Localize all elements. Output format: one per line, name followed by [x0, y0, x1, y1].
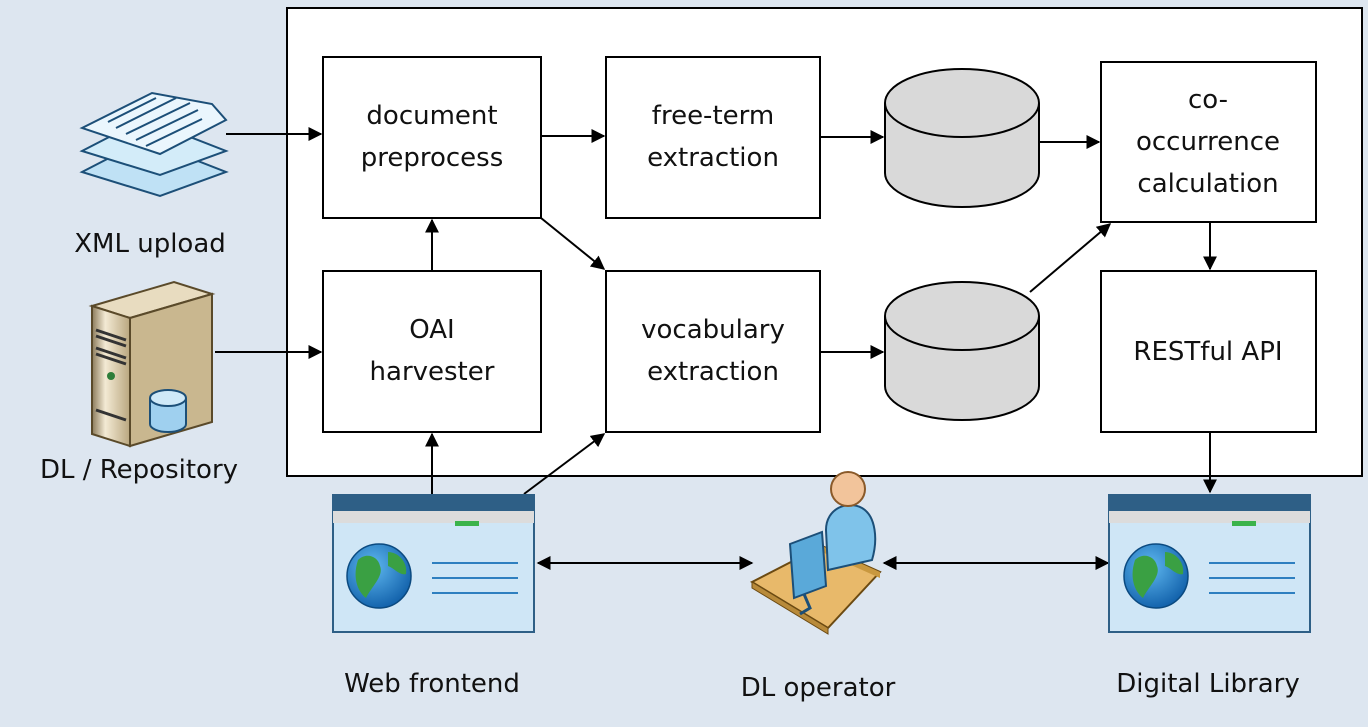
xml-documents-icon	[79, 91, 229, 198]
web-frontend-caption: Web frontend	[344, 669, 520, 699]
free-term-extraction-box: free-term extraction	[605, 56, 821, 219]
oai-harvester-label-line-2: harvester	[370, 357, 495, 387]
dl-operator-caption: DL operator	[741, 673, 896, 703]
document-preprocess-label-line-2: preprocess	[361, 143, 504, 173]
connectors	[215, 127, 1217, 570]
restful-api-box: RESTful API	[1100, 270, 1317, 433]
operator-at-desk-icon	[749, 471, 882, 635]
browser-window-icon	[332, 494, 535, 633]
vocabulary-extraction-label-line-2: extraction	[647, 357, 779, 387]
browser-window-icon	[1108, 494, 1311, 633]
arrow-vocab-db-to-cooccurrence	[1029, 223, 1112, 293]
globe-icon	[1123, 543, 1189, 609]
restful-api-label: RESTful API	[1133, 337, 1282, 367]
xml-upload-caption: XML upload	[74, 229, 226, 259]
dl-repository-caption: DL / Repository	[40, 455, 238, 485]
database-icon	[884, 281, 1040, 421]
vocabulary-extraction-label-line-1: vocabulary	[641, 315, 785, 345]
arrow-preprocess-to-vocabulary	[540, 217, 606, 270]
co-occurrence-label-line-2: occurrence	[1136, 127, 1280, 157]
co-occurrence-label-line-3: calculation	[1137, 169, 1278, 199]
free-term-extraction-label-line-2: extraction	[647, 143, 779, 173]
database-icon	[884, 68, 1040, 208]
co-occurrence-calculation-box: co- occurrence calculation	[1100, 61, 1317, 223]
oai-harvester-box: OAI harvester	[322, 270, 542, 433]
co-occurrence-label-line-1: co-	[1188, 85, 1228, 115]
digital-library-caption: Digital Library	[1116, 669, 1300, 699]
arrow-frontend-to-vocabulary	[523, 433, 606, 495]
server-icon	[88, 280, 216, 448]
oai-harvester-label-line-1: OAI	[409, 315, 454, 345]
globe-icon	[346, 543, 412, 609]
document-preprocess-box: document preprocess	[322, 56, 542, 219]
vocabulary-extraction-box: vocabulary extraction	[605, 270, 821, 433]
document-preprocess-label-line-1: document	[366, 101, 497, 131]
free-term-extraction-label-line-1: free-term	[652, 101, 774, 131]
